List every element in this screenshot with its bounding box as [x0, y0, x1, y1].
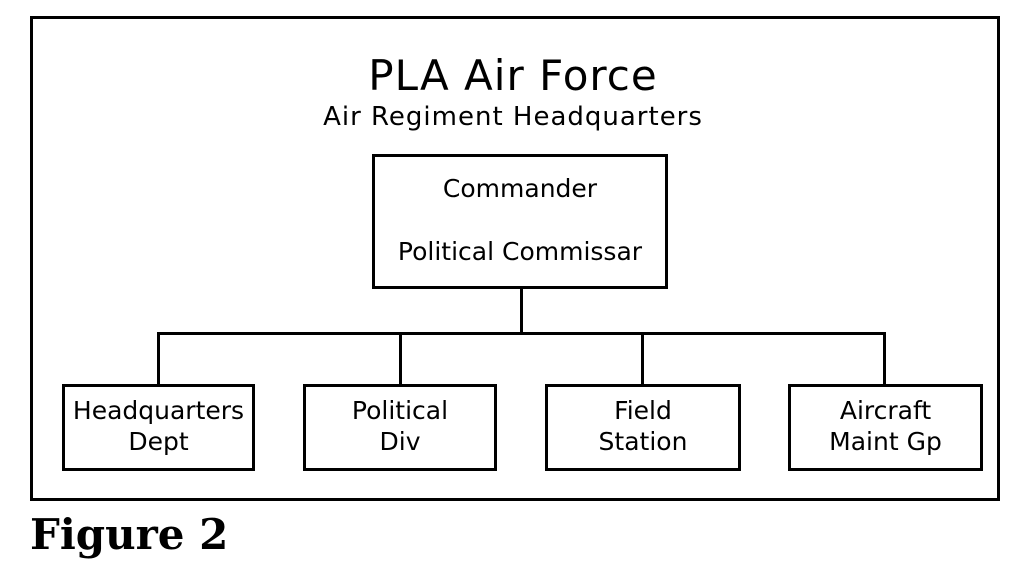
diagram-subtitle: Air Regiment Headquarters — [323, 102, 703, 132]
political-div-box: Political Div — [303, 384, 497, 471]
field-station-line1: Field — [614, 396, 672, 425]
headquarters-dept-box: Headquarters Dept — [62, 384, 255, 471]
diagram-title: PLA Air Force — [368, 51, 658, 100]
connector-drop-aircraft — [883, 332, 886, 386]
connector-drop-political — [399, 332, 402, 386]
commander-label: Commander — [442, 174, 598, 203]
connector-bus — [157, 332, 886, 335]
aircraft-maint-gp-line2: Maint Gp — [829, 427, 942, 456]
headquarters-dept-line1: Headquarters — [72, 396, 245, 425]
political-div-line1: Political — [351, 396, 449, 425]
political-div-line2: Div — [379, 427, 421, 456]
headquarters-dept-line2: Dept — [128, 427, 189, 456]
connector-drop-field — [641, 332, 644, 386]
connector-drop-headquarters — [157, 332, 160, 386]
aircraft-maint-gp-line1: Aircraft — [839, 396, 932, 425]
field-station-line2: Station — [598, 427, 688, 456]
aircraft-maint-gp-box: Aircraft Maint Gp — [788, 384, 983, 471]
figure-caption: Figure 2 — [30, 510, 229, 559]
political-commissar-label: Political Commissar — [397, 237, 643, 266]
commander-box: Commander Political Commissar — [372, 154, 668, 289]
field-station-box: Field Station — [545, 384, 741, 471]
diagram-frame — [30, 16, 1000, 501]
connector-trunk — [520, 289, 523, 334]
